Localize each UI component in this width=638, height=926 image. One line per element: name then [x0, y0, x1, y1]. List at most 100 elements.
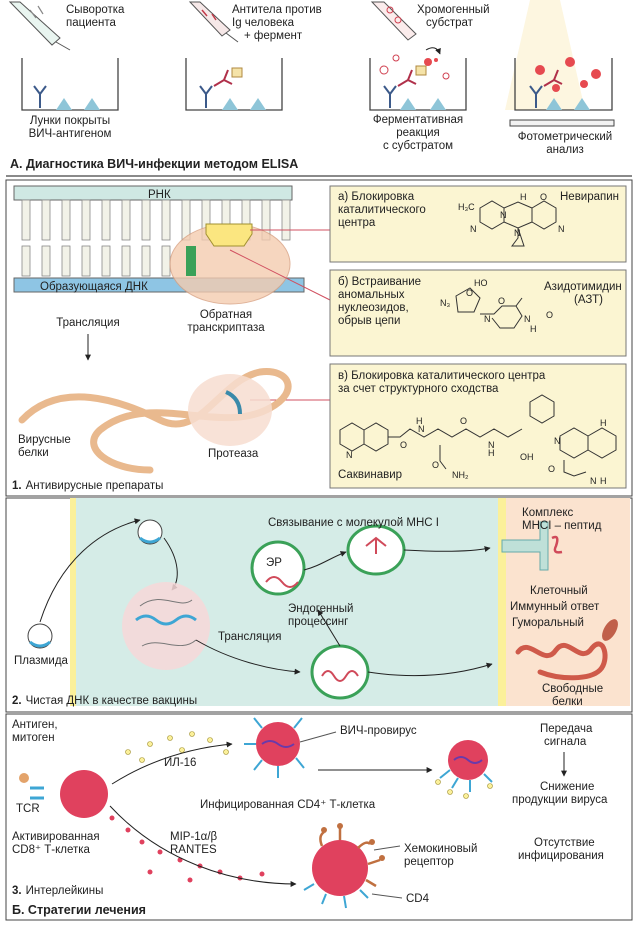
cell-membrane-left [70, 498, 76, 706]
svg-text:H₃C: H₃C [458, 202, 475, 212]
box-b [329, 269, 627, 357]
section-b-title: Б. Стратегии лечения [12, 903, 146, 917]
svg-text:OH: OH [520, 452, 534, 462]
tcr-label: TCR [16, 803, 40, 815]
translation-label-2: Трансляция [218, 631, 281, 643]
svg-text:H: H [530, 324, 537, 334]
cellular-label: Клеточный [530, 585, 588, 597]
saquinavir-label: Саквинавир [338, 469, 402, 481]
provirus-label: ВИЧ-провирус [340, 725, 417, 737]
svg-text:N: N [558, 224, 565, 234]
humoral-label: Гуморальный [512, 617, 584, 629]
svg-text:N: N [488, 440, 495, 450]
enzyme [231, 67, 243, 78]
box-a [329, 185, 627, 263]
svg-text:N: N [590, 476, 597, 486]
svg-text:O: O [540, 192, 547, 202]
svg-text:HO: HO [474, 278, 488, 288]
panel-3-caption: 3.Интерлейкины [12, 885, 103, 897]
protease-label: Протеаза [208, 448, 259, 460]
box-c [329, 363, 627, 489]
plasmid-in-cell [137, 519, 163, 545]
svg-text:O: O [466, 288, 473, 298]
svg-text:N: N [500, 210, 507, 220]
svg-text:O: O [460, 416, 467, 426]
photometer-plate [509, 119, 615, 127]
nevirapine-label: Невирапин [560, 191, 619, 203]
catalytic-site [205, 223, 253, 247]
immune-label: Иммунный ответ [510, 601, 600, 613]
enzyme [415, 65, 427, 76]
extracellular-space [502, 498, 630, 706]
antigen-label: Антиген,митоген [12, 719, 58, 744]
svg-text:N: N [484, 314, 491, 324]
protease [188, 374, 272, 446]
cd4-receptors-3 [303, 883, 369, 909]
enzyme-antibodies [213, 69, 563, 87]
svg-text:O: O [400, 440, 407, 450]
svg-text:O: O [498, 296, 505, 306]
plasmid [27, 623, 53, 649]
svg-text:O: O [548, 464, 555, 474]
cell-membrane-right [498, 498, 506, 706]
substrate-bubbles [379, 54, 450, 80]
svg-text:H: H [416, 416, 423, 426]
svg-text:H: H [600, 418, 607, 428]
section-a-title: А. Диагностика ВИЧ-инфекции методом ELIS… [10, 157, 298, 171]
mhc-binding-label: Связывание с молекулой MHC I [268, 517, 439, 529]
svg-text:H: H [488, 448, 495, 458]
rna-strand [13, 185, 293, 201]
substrate-pipette [370, 1, 417, 41]
viral-protein-strand [18, 368, 292, 474]
svg-text:N: N [470, 224, 477, 234]
well-antigens [56, 98, 590, 110]
svg-text:NH₂: NH₂ [452, 470, 469, 480]
dna-bases [21, 245, 171, 277]
svg-text:N: N [514, 228, 521, 238]
cd4-label: CD4 [406, 893, 430, 905]
rna-label: РНК [148, 189, 171, 201]
svg-text:H: H [600, 476, 607, 486]
svg-text:N₃: N₃ [440, 298, 450, 308]
er-compartment [250, 540, 306, 596]
rna-bases [21, 199, 291, 241]
il16-molecules [125, 731, 229, 763]
chemokine-receptors [319, 828, 381, 888]
il16-label: ИЛ-16 [164, 757, 196, 769]
svg-text:N: N [418, 424, 425, 434]
nevirapine-structure [479, 200, 557, 247]
cd8-t-cell [60, 770, 108, 818]
cd4-receptors-2 [439, 769, 493, 792]
azt-structure [455, 287, 523, 329]
antigen [19, 773, 29, 783]
ribosome-vesicle [310, 644, 370, 700]
nucleotide [186, 246, 196, 276]
svg-text:H: H [520, 192, 527, 202]
serum-pipette [8, 1, 71, 51]
saquinavir-structure [339, 394, 617, 477]
